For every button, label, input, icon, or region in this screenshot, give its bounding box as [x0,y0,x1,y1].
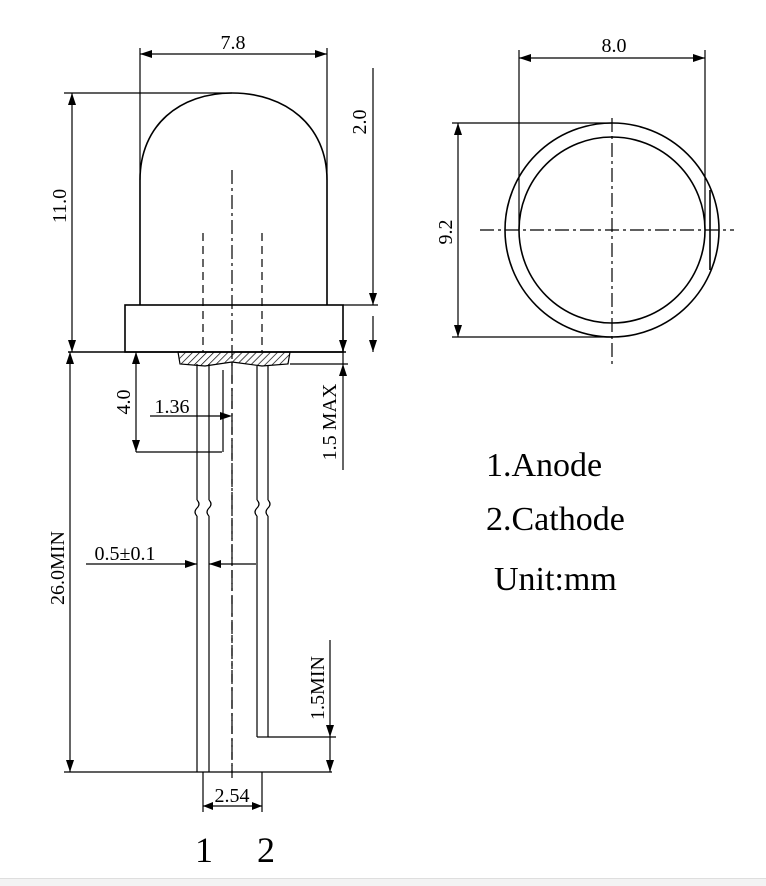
pin-2-label: 2 [257,830,275,870]
side-view: 7.8 11.0 2.0 4.0 [47,32,378,870]
dim-lead-length: 26.0MIN [47,352,332,773]
dim-flange-max-label: 1.5 MAX [319,383,341,460]
dim-standoff: 4.0 [113,352,222,453]
dim-bend-offset: 1.36 [150,370,232,452]
top-view: 8.0 9.2 [435,35,734,368]
dim-lens-width: 7.8 [139,32,328,180]
dim-lead-diff: 1.5MIN [268,640,336,772]
legend-unit: Unit:mm [494,561,617,598]
window-bottom-strip [0,878,766,886]
dim-body-height-label: 11.0 [49,189,71,223]
dim-lead-length-label: 26.0MIN [47,531,69,605]
dim-outer-diameter-label: 9.2 [435,220,457,245]
dim-body-height: 11.0 [49,92,232,352]
led-dome [139,92,328,305]
epoxy-hatch [177,351,291,367]
legend-cathode: 2.Cathode [486,501,625,538]
dim-lead-diameter-label: 0.5±0.1 [95,543,156,565]
dim-standoff-label: 4.0 [113,390,135,415]
dim-lead-diameter: 0.5±0.1 [86,543,256,568]
legend-anode: 1.Anode [486,447,602,484]
dim-dome-height: 2.0 [343,68,378,352]
dim-dome-height-label: 2.0 [349,110,371,135]
dim-outer-diameter: 9.2 [435,122,612,338]
dim-flange-diameter-label: 8.0 [602,35,627,57]
legend: 1.Anode 2.Cathode Unit:mm [486,447,625,598]
dim-pitch: 2.54 [202,772,263,812]
dim-pitch-label: 2.54 [215,785,250,807]
led-flange [124,304,344,353]
dim-flange-diameter: 8.0 [518,35,706,230]
lead-anode [194,364,212,772]
pin-1-label: 1 [195,830,213,870]
dim-lead-diff-label: 1.5MIN [307,656,329,720]
lead-cathode [254,366,271,738]
dim-bend-offset-label: 1.36 [155,396,190,418]
dim-flange-max: 1.5 MAX [290,340,348,470]
dim-lens-width-label: 7.8 [221,32,246,54]
